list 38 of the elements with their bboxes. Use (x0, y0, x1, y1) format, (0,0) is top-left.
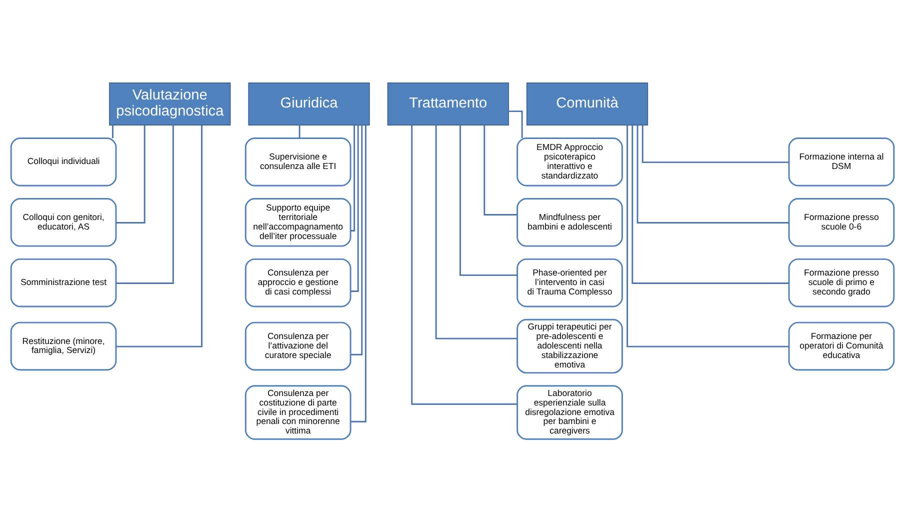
node-box: Consulenza per l’attivazione del curatore speciale (244, 322, 352, 371)
node-box: Formazione per operatori di Comunità educativa (788, 322, 895, 371)
node-box: Supporto equipe territoriale nell’accompagnamento dell’iter processuale (244, 198, 352, 247)
node-box: Formazione presso scuole di primo e secondo grado (788, 258, 895, 308)
node-box: Trattamento (387, 82, 509, 126)
connector (460, 125, 518, 276)
node-box: Formazione interna al DSM (788, 138, 895, 186)
node-box: Colloqui individuali (10, 138, 117, 186)
node-box: Consulenza per costituzione di parte civile in procedimenti penali con minorenne vittima (244, 385, 352, 440)
node-box: Somministrazione test (10, 258, 117, 308)
node-box: Consulenza per approccio e gestione di casi complessi (244, 258, 352, 308)
node-box: Phase-oriented per l’intervento in casi di Trauma Complesso (516, 258, 623, 308)
connector (116, 125, 174, 284)
connector (298, 125, 300, 138)
node-box: Restituzione (minore, famiglia, Servizi) (10, 322, 117, 371)
connector (116, 125, 202, 348)
node-box: Formazione presso scuole 0-6 (788, 198, 895, 247)
connector (116, 125, 146, 224)
connector (636, 125, 789, 224)
connector (350, 125, 363, 356)
connector (411, 125, 518, 405)
connector (112, 125, 114, 138)
node-box: Gruppi terapeutici per pre-adolescenti e adolescenti nella stabilizzazione emotiva (516, 318, 623, 374)
connector (642, 125, 789, 164)
node-box: Colloqui con genitori, educatori, AS (10, 198, 117, 247)
node-box: Mindfulness per bambini e adolescenti (516, 198, 623, 247)
connector (350, 125, 356, 232)
node-box: Giuridica (248, 82, 370, 126)
connector (435, 125, 518, 340)
node-box: EMDR Approccio psicoterapico interattivo e standardizzato (516, 138, 623, 186)
connector (350, 126, 359, 292)
node-box: Supervisione e consulenza alle ETI (244, 138, 352, 186)
node-box: Comunità (526, 82, 648, 126)
connector (632, 125, 789, 284)
node-box: Laboratorio esperienziale sulla disregolazione emotiva per bambini e caregivers (516, 385, 623, 440)
connector (626, 125, 789, 348)
node-box: Valutazione psicodiagnostica (109, 82, 231, 126)
connector (484, 125, 518, 216)
